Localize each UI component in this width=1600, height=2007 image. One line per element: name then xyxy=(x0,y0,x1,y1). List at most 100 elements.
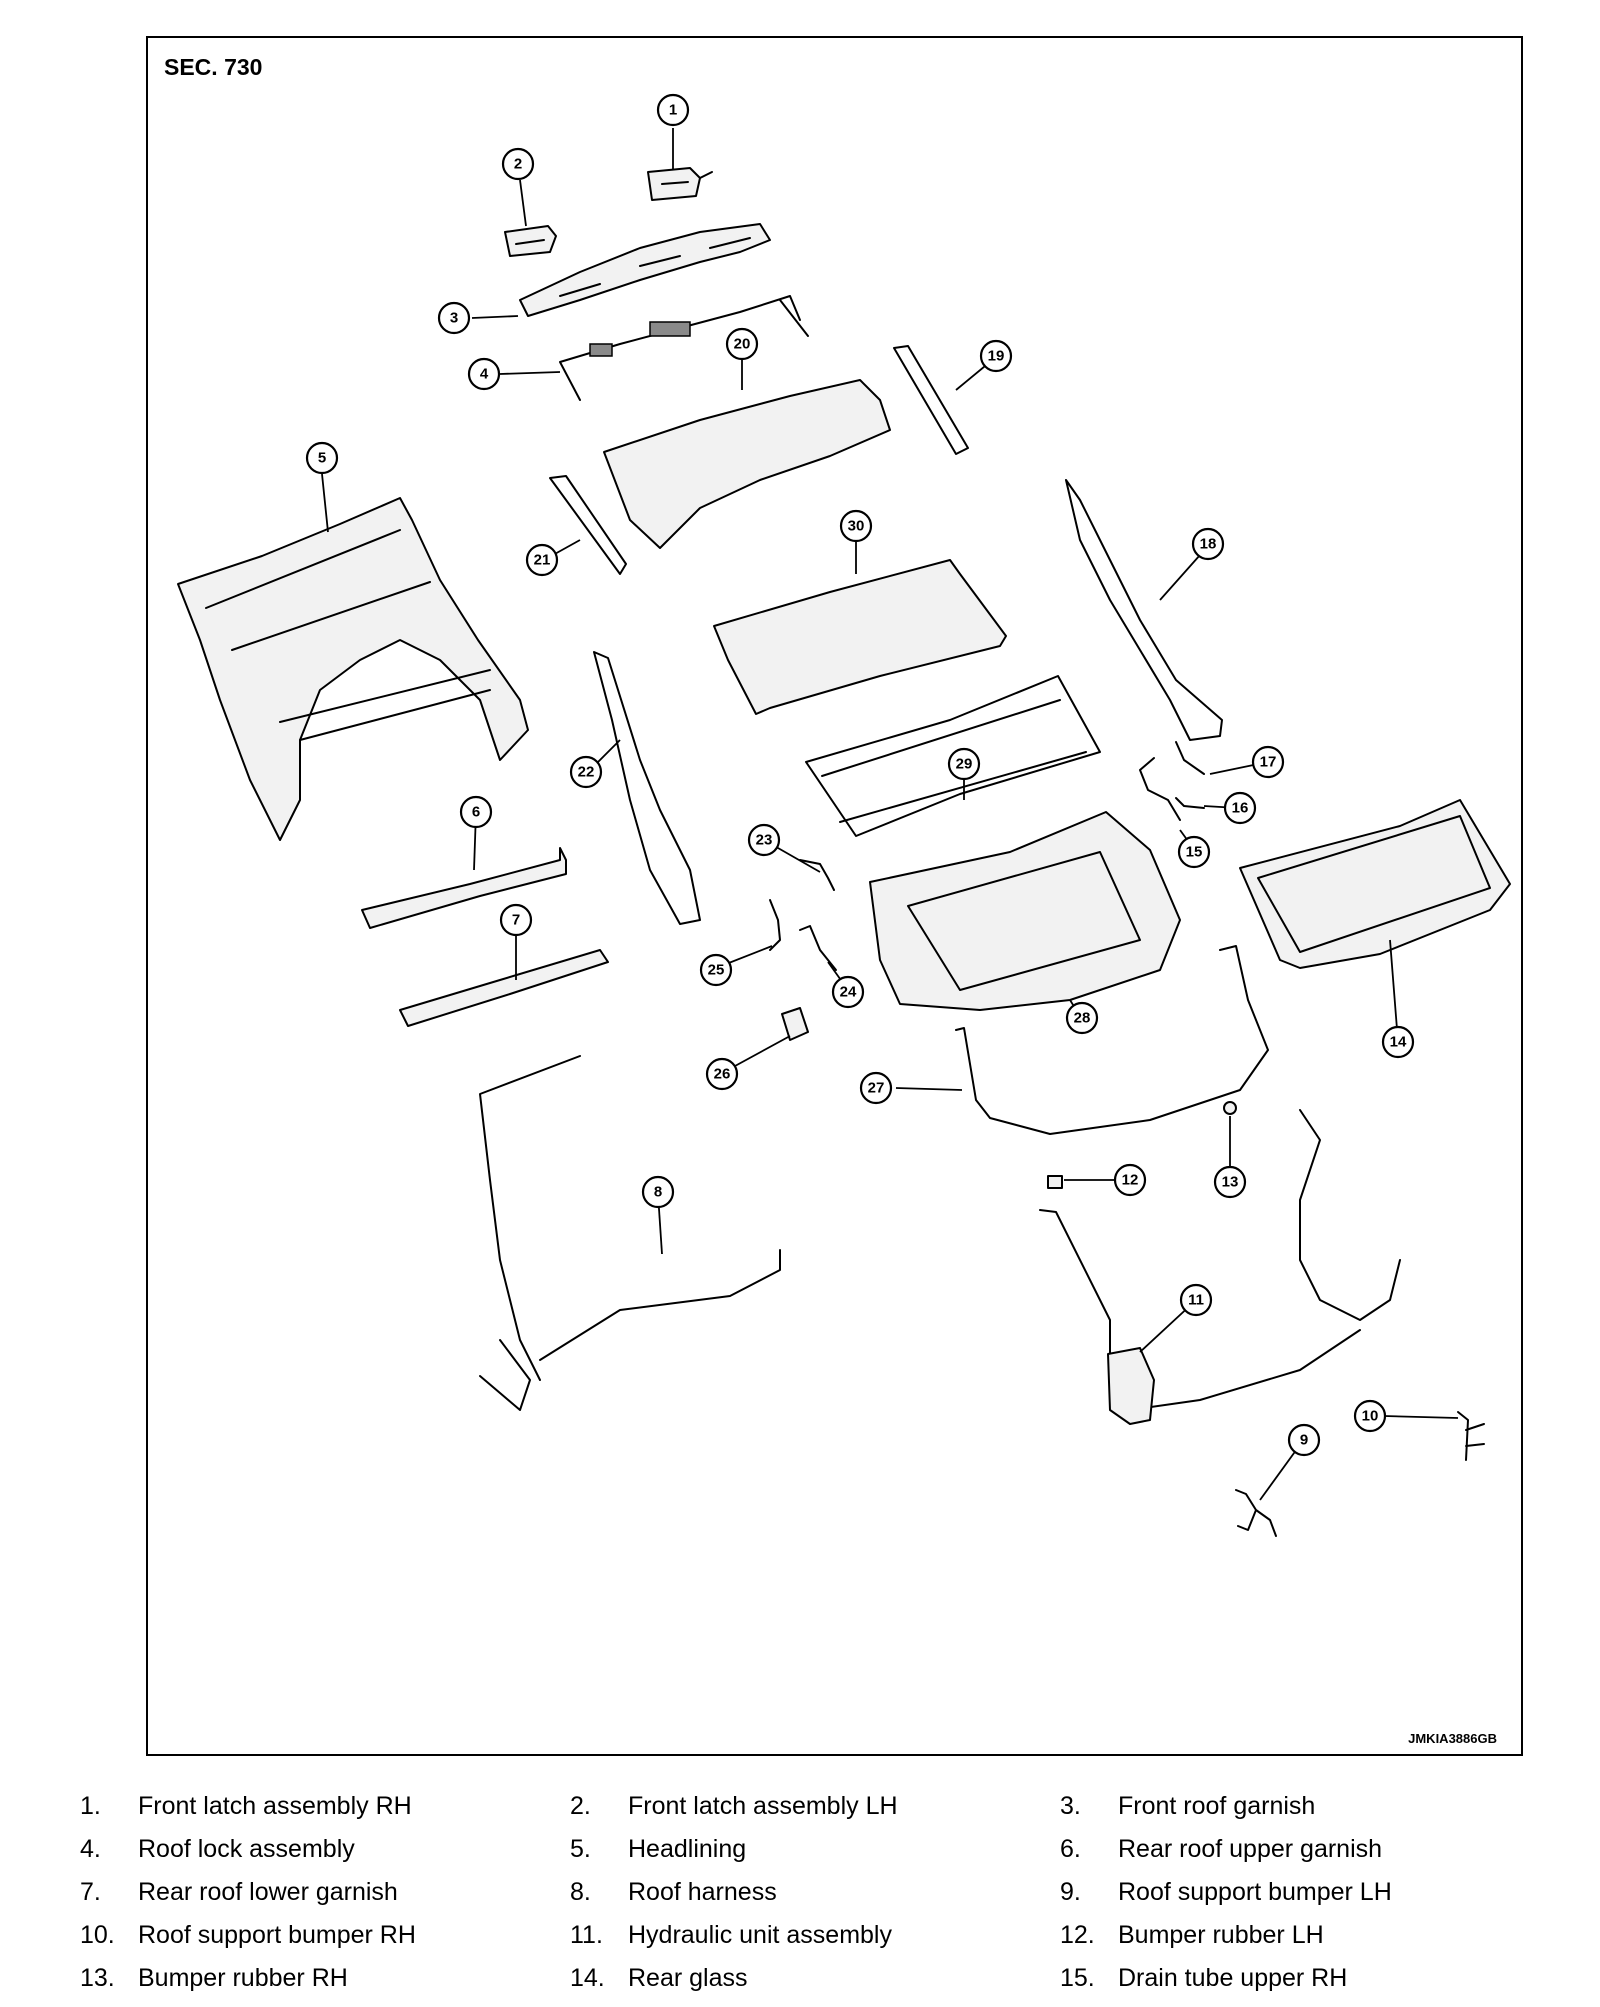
legend-number: 4. xyxy=(80,1835,101,1863)
callout-14: 14 xyxy=(1381,1025,1415,1059)
callout-16: 16 xyxy=(1223,791,1257,825)
part-16 xyxy=(1175,797,1205,809)
leader-lines xyxy=(321,128,1459,1501)
legend-number: 12. xyxy=(1060,1921,1095,1949)
callout-25: 25 xyxy=(699,953,733,987)
callout-25-number: 25 xyxy=(708,962,725,979)
callout-17-number: 17 xyxy=(1260,754,1277,771)
callout-30: 30 xyxy=(839,509,873,543)
callout-11: 11 xyxy=(1179,1283,1213,1317)
legend-label: Front latch assembly RH xyxy=(138,1792,412,1820)
legend-number: 7. xyxy=(80,1878,101,1906)
legend-item: 9. Roof support bumper LH xyxy=(1060,1878,1550,1907)
callout-29: 29 xyxy=(947,747,981,781)
part-28 xyxy=(869,811,1181,1011)
callout-15-number: 15 xyxy=(1186,844,1203,861)
part-roof-harness xyxy=(479,1055,781,1411)
callout-5: 5 xyxy=(305,441,339,475)
callout-15: 15 xyxy=(1177,835,1211,869)
part-26 xyxy=(781,1007,809,1041)
part-front-roof-garnish xyxy=(519,223,771,317)
callout-23-number: 23 xyxy=(756,832,773,849)
legend-number: 9. xyxy=(1060,1878,1081,1906)
legend-label: Drain tube upper RH xyxy=(1118,1964,1348,1992)
callout-6-number: 6 xyxy=(472,804,480,821)
parts-legend: 1.Front latch assembly RH 2. Front latch … xyxy=(80,1792,1550,2007)
callout-3: 3 xyxy=(437,301,471,335)
legend-label: Rear roof upper garnish xyxy=(1118,1835,1383,1863)
callout-20-number: 20 xyxy=(734,336,751,353)
callout-12: 12 xyxy=(1113,1163,1147,1197)
callout-2-number: 2 xyxy=(514,156,522,173)
callout-3-number: 3 xyxy=(450,310,458,327)
callout-13-number: 13 xyxy=(1222,1174,1239,1191)
callout-17: 17 xyxy=(1251,745,1285,779)
legend-number: 2. xyxy=(570,1792,591,1820)
part-roof-support-bumper-rh xyxy=(1457,1411,1485,1461)
callout-6: 6 xyxy=(459,795,493,829)
legend-number: 5. xyxy=(570,1835,591,1863)
part-rear-roof-upper-garnish xyxy=(361,847,567,929)
legend-item: 13.Bumper rubber RH xyxy=(80,1964,570,1993)
callout-10: 10 xyxy=(1353,1399,1387,1433)
part-rear-glass xyxy=(1239,799,1511,969)
part-headlining xyxy=(177,497,529,841)
part-18 xyxy=(1065,479,1223,741)
legend-label: Roof support bumper RH xyxy=(138,1921,416,1949)
legend-item: 8.Roof harness xyxy=(570,1878,1060,1907)
legend-number: 6. xyxy=(1060,1835,1081,1863)
callout-1-number: 1 xyxy=(669,102,677,119)
part-12 xyxy=(1047,1175,1063,1189)
callout-27-number: 27 xyxy=(868,1080,885,1097)
part-27 xyxy=(955,945,1269,1135)
callout-5-number: 5 xyxy=(318,450,326,467)
callout-20: 20 xyxy=(725,327,759,361)
part-23 xyxy=(799,859,835,891)
legend-label: Hydraulic unit assembly xyxy=(628,1921,892,1949)
legend-label: Roof support bumper LH xyxy=(1118,1878,1392,1906)
callout-1: 1 xyxy=(656,93,690,127)
legend-item: 1.Front latch assembly RH xyxy=(80,1792,570,1821)
part-front-latch-rh xyxy=(647,167,713,201)
legend-number: 10. xyxy=(80,1921,115,1949)
legend-row: 10. Roof support bumper RH 11.Hydraulic u… xyxy=(80,1921,1550,1964)
part-front-latch-lh xyxy=(504,225,557,257)
callout-9: 9 xyxy=(1287,1423,1321,1457)
part-29 xyxy=(805,675,1101,837)
figure-code: JMKIA3886GB xyxy=(1408,1731,1497,1746)
legend-item: 15.Drain tube upper RH xyxy=(1060,1964,1550,1993)
part-roof-panel xyxy=(603,379,891,549)
callout-14-number: 14 xyxy=(1390,1034,1407,1051)
part-24 xyxy=(799,925,837,971)
legend-row: 1.Front latch assembly RH 2. Front latch … xyxy=(80,1792,1550,1835)
legend-label: Front latch assembly LH xyxy=(628,1792,898,1820)
part-roof-support-bumper-lh xyxy=(1235,1489,1277,1537)
part-17 xyxy=(1175,741,1205,775)
callout-26-number: 26 xyxy=(714,1066,731,1083)
legend-number: 13. xyxy=(80,1964,115,1992)
legend-row: 4. Roof lock assembly 5.Headlining 6. Rear… xyxy=(80,1835,1550,1878)
callout-22-number: 22 xyxy=(578,764,595,781)
callout-13: 13 xyxy=(1213,1165,1247,1199)
legend-item: 11.Hydraulic unit assembly xyxy=(570,1921,1060,1950)
callout-11-number: 11 xyxy=(1188,1292,1204,1309)
legend-item: 3.Front roof garnish xyxy=(1060,1792,1550,1821)
legend-number: 14. xyxy=(570,1964,605,1992)
callout-23: 23 xyxy=(747,823,781,857)
legend-label: Roof lock assembly xyxy=(138,1835,355,1863)
section-label: SEC. 730 xyxy=(164,54,263,80)
legend-number: 3. xyxy=(1060,1792,1081,1820)
part-rear-roof-lower-garnish xyxy=(399,949,609,1027)
callout-24-number: 24 xyxy=(840,984,857,1001)
legend-label: Rear glass xyxy=(628,1964,748,1992)
legend-item: 5.Headlining xyxy=(570,1835,1060,1864)
callout-7-number: 7 xyxy=(512,912,520,929)
legend-label: Roof harness xyxy=(628,1878,777,1906)
exploded-parts-diagram: 1 2 3 4 5 20 19 21 18 30 22 29 17 16 15 … xyxy=(177,93,1511,1537)
legend-label: Rear roof lower garnish xyxy=(138,1878,398,1906)
callout-28-number: 28 xyxy=(1074,1010,1091,1027)
diagram-frame: SEC. 730 JMKIA3886GB xyxy=(146,36,1523,1756)
callout-18: 18 xyxy=(1191,527,1225,561)
part-15 xyxy=(1139,757,1181,821)
callout-4-number: 4 xyxy=(480,366,489,383)
